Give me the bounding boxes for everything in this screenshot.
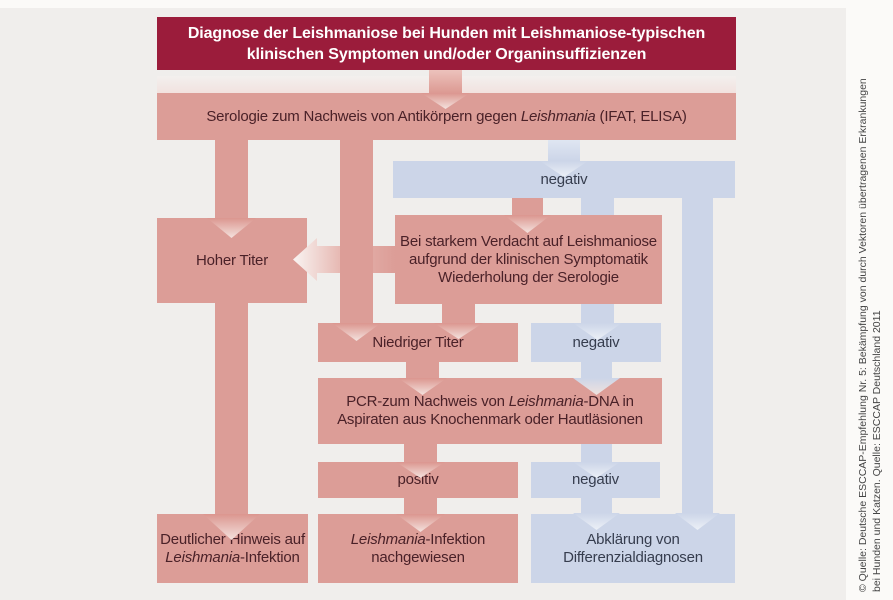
node-line-2: nachgewiesen [371, 548, 465, 566]
source-caption: © Quelle: Deutsche ESCCAP-Empfehlung Nr.… [857, 8, 884, 592]
node-line-1: PCR-zum Nachweis von Leishmania-DNA in [346, 393, 634, 410]
arrow-serology-to-hohertiter-shaft [215, 140, 248, 218]
node-label: Hoher Titer [196, 251, 268, 269]
node-deutlicher-hinweis: Deutlicher Hinweis auf Leishmania-Infekt… [157, 514, 308, 583]
arrow-beistarkem-to-niedrigertiter-shaft [442, 304, 475, 323]
node-line-2: Leishmania-Infektion [165, 548, 300, 566]
right-margin [846, 0, 893, 600]
arrow-title-to-serology-shaft [429, 70, 462, 95]
arrow-negativ-to-beistarkem-shaft [512, 198, 543, 215]
node-line-1: Deutlicher Hinweis auf [160, 530, 305, 548]
node-label: positiv [397, 471, 439, 488]
node-line-1: Leishmania-Infektion [350, 530, 486, 548]
title-line-1: Diagnose der Leishmaniose bei Hunden mit… [187, 24, 706, 42]
node-pcr: PCR-zum Nachweis von Leishmania-DNA in A… [318, 378, 662, 444]
node-label: negativ [572, 333, 620, 351]
node-line-2: Differenzialdiagnosen [563, 548, 703, 566]
arrow-negativ-to-abklaerung-shaft [682, 198, 713, 513]
arrow-pcr-to-positiv-shaft [404, 444, 437, 462]
arrow-negativ3-to-abklaerung-shaft [581, 498, 612, 513]
arrow-serology-to-niedrigertiter-shaft [340, 140, 373, 323]
node-label: negativ [572, 471, 619, 488]
arrow-hohertiter-to-deutlicher-shaft [215, 303, 248, 514]
node-negativ-mid: negativ [531, 323, 661, 362]
arrow-serology-to-negativ-shaft [548, 140, 580, 161]
arrow-pcr-to-negativ3-shaft [581, 444, 612, 462]
node-niedriger-titer: Niedriger Titer [318, 323, 518, 362]
node-line-1: Bei starkem Verdacht auf Leishmaniose [400, 232, 657, 250]
top-margin [0, 0, 893, 8]
source-caption-line-1: © Quelle: Deutsche ESCCAP-Empfehlung Nr.… [857, 78, 869, 592]
node-line-3: Wiederholung der Serologie [438, 268, 619, 286]
arrow-negativ2-to-pcr-shaft [581, 362, 612, 378]
node-line-1: Abklärung von [586, 530, 680, 548]
title-line-2: klinischen Symptomen und/oder Organinsuf… [246, 45, 647, 63]
source-caption-line-2: bei Hunden und Katzen. Quelle: ESCCAP De… [870, 310, 883, 592]
arrow-niedrigertiter-to-pcr-shaft [406, 362, 439, 378]
arrow-positiv-to-nachgewiesen-shaft [404, 498, 437, 514]
node-label: negativ [540, 170, 588, 188]
node-diagnose-title: Diagnose der Leishmaniose bei Hunden mit… [157, 17, 736, 70]
node-label: Niedriger Titer [372, 333, 464, 351]
node-label: Serologie zum Nachweis von Antikörpern g… [206, 107, 687, 125]
node-line-2: aufgrund der klinischen Symptomatik [409, 250, 648, 268]
node-line-2: Aspiraten aus Knochenmark oder Hautläsio… [337, 411, 643, 428]
node-bei-starkem-verdacht: Bei starkem Verdacht auf Leishmaniose au… [395, 215, 662, 304]
